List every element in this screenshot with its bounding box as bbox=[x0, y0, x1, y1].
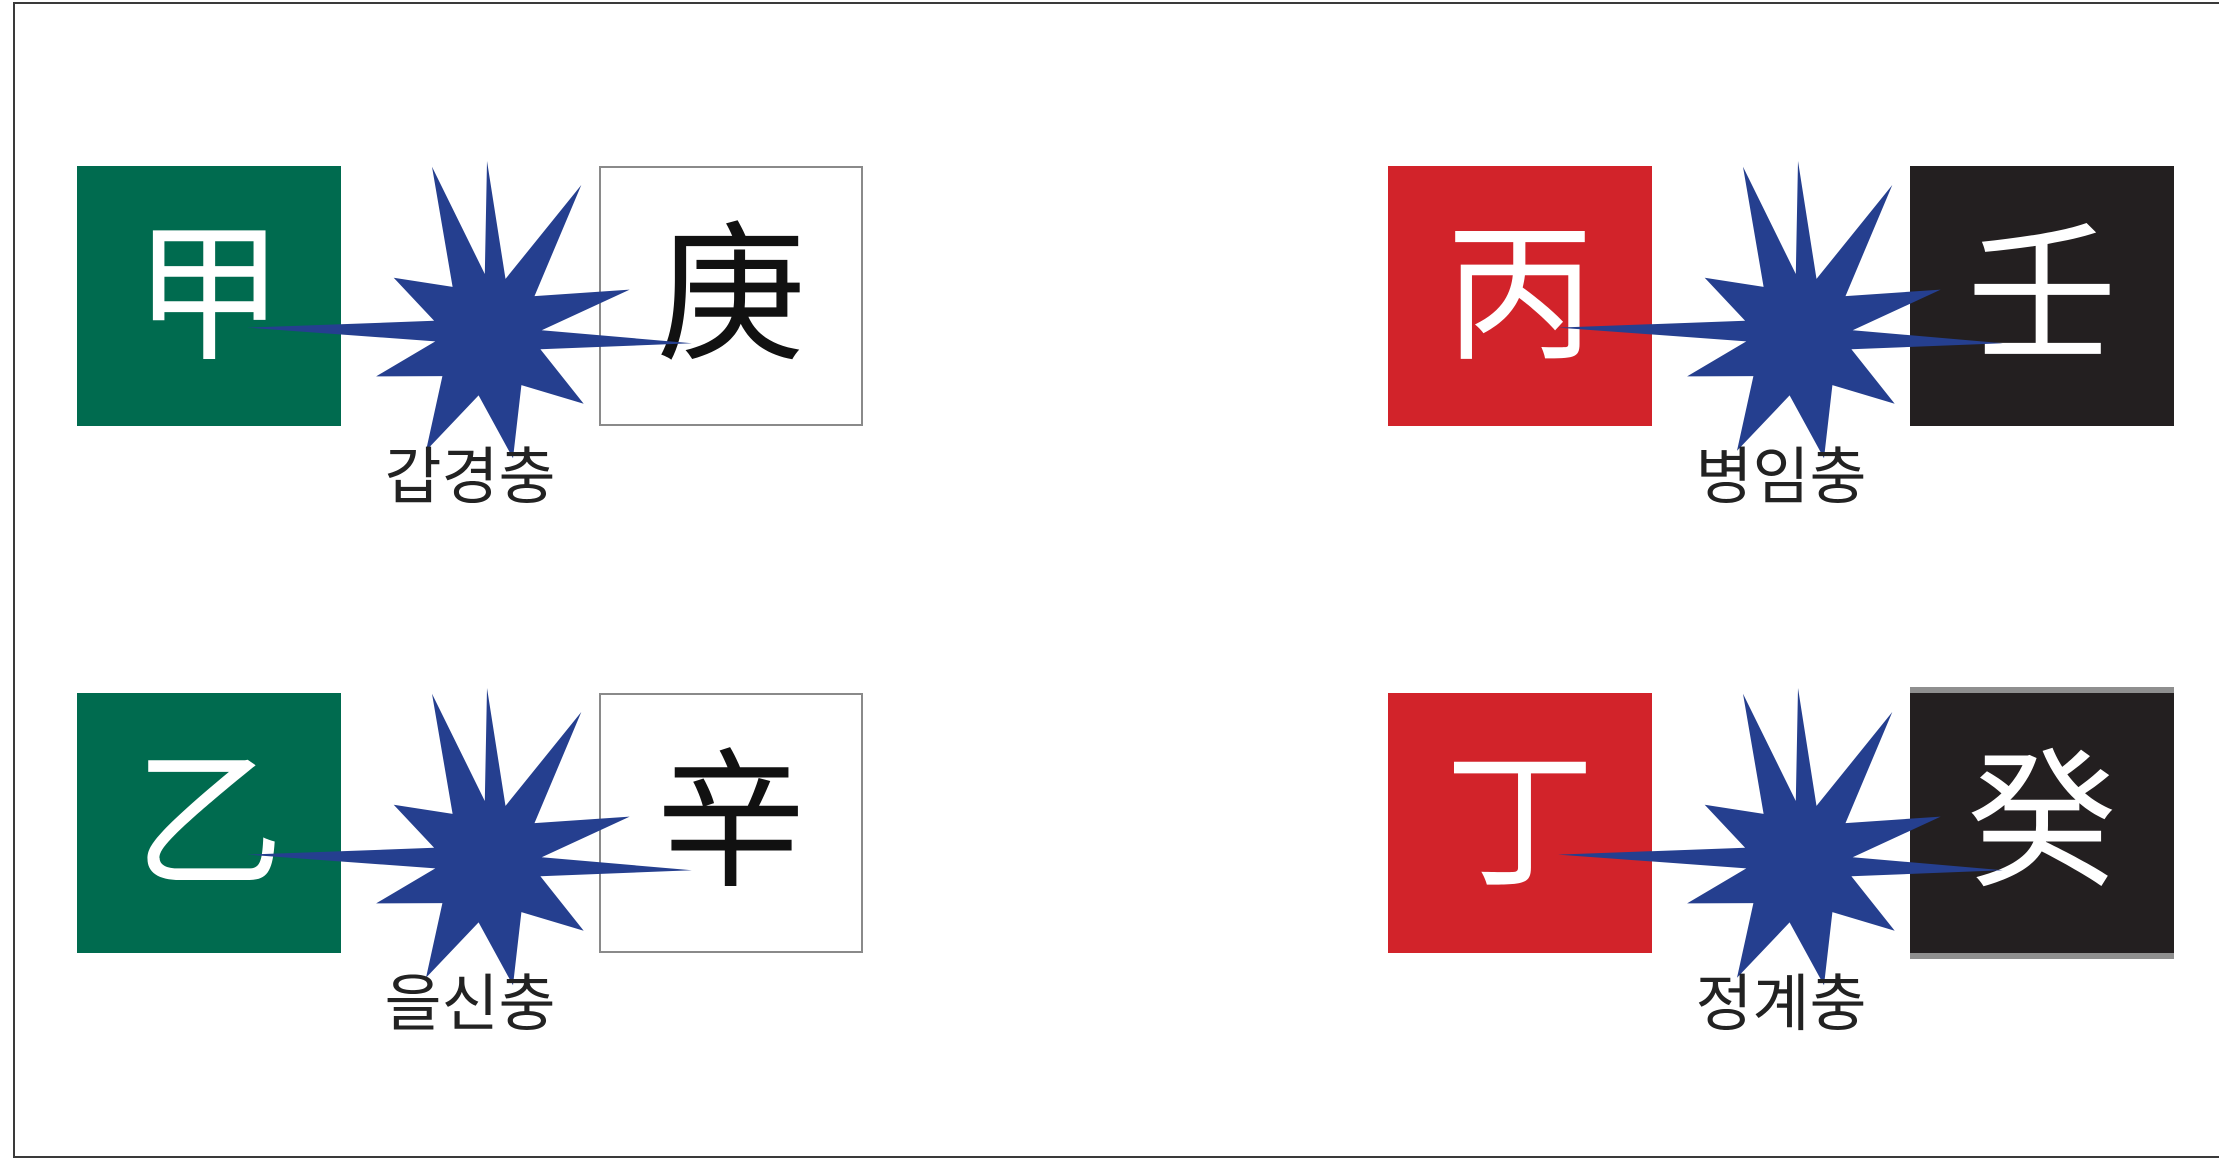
stem-char-right: 辛 bbox=[655, 736, 806, 910]
stem-char-left: 甲 bbox=[133, 209, 284, 383]
clash-caption: 정계충 bbox=[1695, 967, 1867, 1040]
stem-char-right: 庚 bbox=[655, 209, 806, 383]
stem-box-left: 甲 bbox=[77, 166, 341, 426]
stem-char-left: 丙 bbox=[1444, 209, 1595, 383]
stem-box-left: 丙 bbox=[1388, 166, 1652, 426]
stem-box-left: 乙 bbox=[77, 693, 341, 953]
stem-char-left: 丁 bbox=[1444, 736, 1595, 910]
clash-caption: 을신충 bbox=[384, 967, 556, 1040]
stem-box-right: 庚 bbox=[599, 166, 863, 426]
clash-pair-jeong-gye: 丁 癸 정계충 bbox=[1388, 688, 2188, 1113]
stem-box-left: 丁 bbox=[1388, 693, 1652, 953]
stem-char-right: 癸 bbox=[1966, 736, 2117, 910]
clash-pair-eul-sin: 乙 辛 을신충 bbox=[77, 688, 877, 1113]
clash-caption: 갑경충 bbox=[384, 440, 556, 513]
stem-box-right: 癸 bbox=[1910, 693, 2174, 953]
stem-box-right: 辛 bbox=[599, 693, 863, 953]
clash-pair-byeong-im: 丙 壬 병임충 bbox=[1388, 161, 2188, 586]
clash-caption: 병임충 bbox=[1695, 440, 1867, 513]
stem-char-right: 壬 bbox=[1966, 209, 2117, 383]
clash-pair-gap-gyeong: 甲 庚 갑경충 bbox=[77, 161, 877, 586]
stem-box-right: 壬 bbox=[1910, 166, 2174, 426]
stem-char-left: 乙 bbox=[133, 736, 284, 910]
